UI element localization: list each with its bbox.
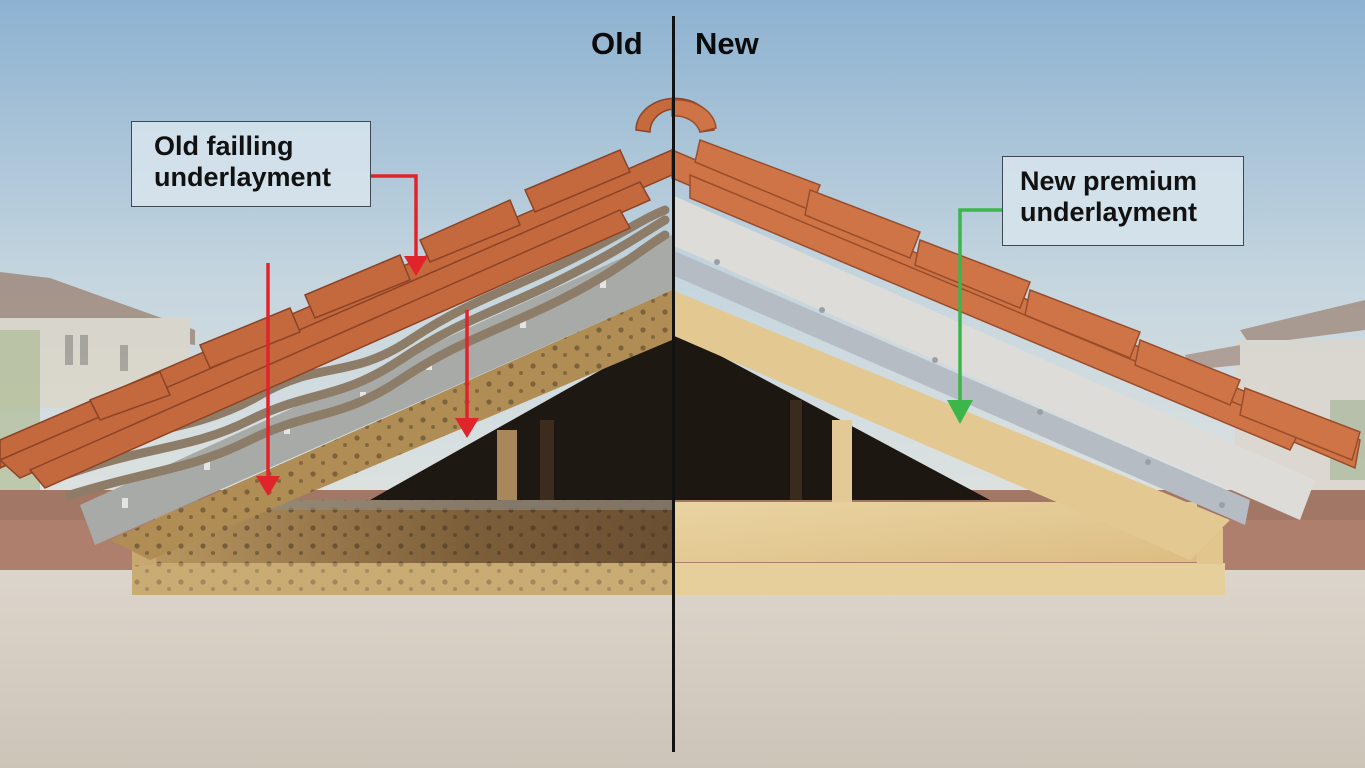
old-new-divider-line bbox=[672, 16, 675, 752]
new-callout-line-2: underlayment bbox=[1020, 197, 1198, 227]
old-callout-line-2: underlayment bbox=[154, 162, 332, 192]
old-callout-line-1: Old failling bbox=[154, 131, 294, 161]
old-underlayment-callout: Old failling underlayment bbox=[131, 121, 371, 207]
old-side-heading: Old bbox=[591, 26, 643, 61]
new-underlayment-callout: New premium underlayment bbox=[1002, 156, 1244, 246]
new-side-heading: New bbox=[695, 26, 759, 61]
new-callout-line-1: New premium bbox=[1020, 166, 1198, 196]
